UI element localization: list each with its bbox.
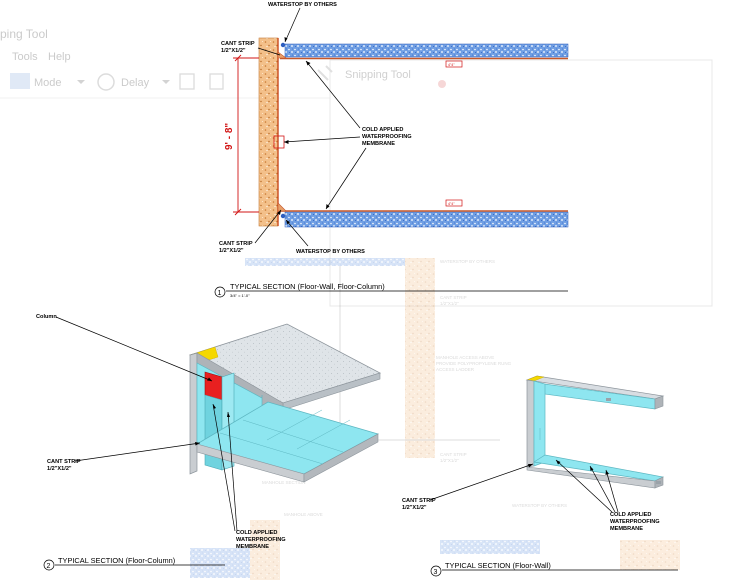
detail-tag-bottom <box>445 199 463 207</box>
label-cant-strip-top: CANT STRIP <box>221 41 255 47</box>
clock-icon[interactable] <box>97 73 115 91</box>
cant-strip-bottom <box>277 202 287 212</box>
label-waterstop-bottom: WATERSTOP BY OTHERS <box>296 249 365 255</box>
detail-tag-bottom-text: 4"4" <box>448 202 455 206</box>
snipping-window <box>329 59 713 307</box>
marker-icon[interactable] <box>438 80 446 88</box>
top-slab <box>284 43 569 58</box>
menu-tools[interactable]: Tools <box>12 51 38 63</box>
chevron-down-icon[interactable] <box>162 80 170 84</box>
dimension-text: 9' - 8" <box>224 123 235 150</box>
label-membrane-2: WATERPROOFING <box>236 537 286 543</box>
section-1-bubble <box>214 286 226 298</box>
label-cant-strip: CANT STRIP <box>47 459 81 465</box>
label-membrane-3: MEMBRANE <box>362 141 395 147</box>
chevron-down-icon[interactable] <box>77 80 85 84</box>
label-membrane-1: COLD APPLIED <box>362 127 403 133</box>
ghost-cant-strip-b: CANT STRIP <box>440 452 467 457</box>
back-wall-edge <box>189 352 198 475</box>
label-column: Column <box>36 314 57 320</box>
ghost-manhole-1: MANHOLE ACCESS ABOVE <box>436 355 494 360</box>
waterstop-bottom <box>280 213 286 219</box>
label-cant-strip-bottom-size: 1/2"X1/2" <box>219 248 244 254</box>
section-1-number: 1 <box>218 290 222 297</box>
save-icon[interactable] <box>179 73 195 90</box>
ghost-waterstop: WATERSTOP BY OTHERS <box>440 259 495 264</box>
concrete-wall <box>258 37 279 227</box>
label-cant-strip: CANT STRIP <box>402 498 436 504</box>
ghost-cant-strip-b-size: 1/2"X1/2" <box>440 458 459 463</box>
toolbar-delay[interactable]: Delay <box>121 77 150 89</box>
wall <box>526 379 535 468</box>
section-2-number: 2 <box>47 563 51 570</box>
section-3-number: 3 <box>434 569 438 576</box>
section-3-title: TYPICAL SECTION (Floor-Wall) <box>445 561 551 570</box>
label-waterstop-top: WATERSTOP BY OTHERS <box>268 2 337 8</box>
menu-help[interactable]: Help <box>48 51 71 63</box>
ghost-cant-strip-size: 1/2"X1/2" <box>440 301 459 306</box>
ghost-manhole-below: MANHOLE ABOVE <box>284 512 323 517</box>
label-cant-strip-top-size: 1/2"X1/2" <box>221 48 246 54</box>
label-cant-strip-bottom: CANT STRIP <box>219 241 253 247</box>
waterstop-top <box>280 42 286 48</box>
section-3-detail: CANT STRIP 1/2"X1/2" COLD APPLIED WATERP… <box>402 375 678 577</box>
toolbar-mode[interactable]: Mode <box>34 77 62 89</box>
background-app: ping Tool Tools Help Mode Delay Snipping… <box>0 27 713 307</box>
membrane-leaders <box>212 403 238 532</box>
section-2-title: TYPICAL SECTION (Floor-Column) <box>58 556 175 565</box>
section-1-detail: 4"4" 4"4" 9' - 8" WATERSTOP BY OTHERS CA… <box>214 2 569 298</box>
label-membrane-3: MEMBRANE <box>236 544 269 550</box>
ghost-manhole-3: ACCESS LADDER <box>436 367 475 372</box>
label-membrane-1: COLD APPLIED <box>610 512 651 518</box>
ghost-manhole-2: PROVIDE POLYPROPYLENE RUNG <box>436 361 512 366</box>
label-cant-strip-size: 1/2"X1/2" <box>402 505 427 511</box>
pen-icon[interactable] <box>317 65 333 81</box>
ghost-cant-strip: CANT STRIP <box>440 295 467 300</box>
membrane-leaders <box>555 459 619 513</box>
section-2-bubble <box>43 559 55 571</box>
section-2-detail: Column CANT STRIP 1/2"X1/2" COLD APPLIED… <box>36 314 382 571</box>
snipping-title: Snipping Tool <box>345 69 411 81</box>
floor-joints <box>219 409 351 465</box>
membrane-leaders <box>283 60 367 210</box>
ghost-waterstop-b: WATERSTOP BY OTHERS <box>512 503 567 508</box>
label-membrane-2: WATERPROOFING <box>362 134 412 140</box>
copy-icon[interactable] <box>209 73 224 90</box>
section-1-scale: 3/4" = 1'-0" <box>230 293 250 298</box>
wall-membrane <box>533 380 546 467</box>
label-membrane-3: MEMBRANE <box>610 526 643 532</box>
section-3-bubble <box>430 565 442 577</box>
section-1-title: TYPICAL SECTION (Floor-Wall, Floor-Colum… <box>230 282 385 291</box>
mode-icon[interactable] <box>10 73 30 89</box>
ghost-manhole-section: MANHOLE SECTION <box>262 480 306 485</box>
dimension-line <box>233 54 259 216</box>
app-title: ping Tool <box>0 27 48 41</box>
detail-tag-top <box>445 60 463 68</box>
label-cant-strip-size: 1/2"X1/2" <box>47 466 72 472</box>
bottom-slab <box>284 211 569 228</box>
label-membrane-2: WATERPROOFING <box>610 519 660 525</box>
cant-strip-top <box>277 51 287 59</box>
label-membrane-1: COLD APPLIED <box>236 530 277 536</box>
detail-tag-top-text: 4"4" <box>448 63 455 67</box>
